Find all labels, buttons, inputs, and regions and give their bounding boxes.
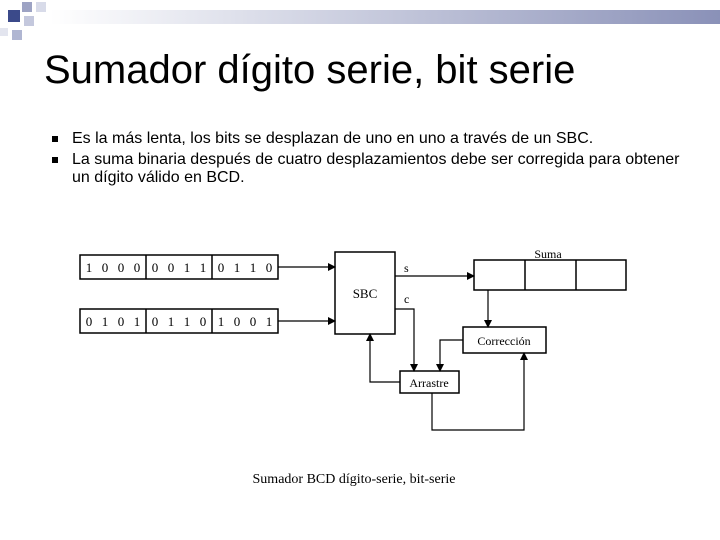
register-bit: 0 [250, 314, 257, 329]
c-label: c [404, 292, 409, 306]
register-bit: 1 [250, 260, 257, 275]
register-bit: 1 [234, 260, 241, 275]
register-bit: 0 [200, 314, 207, 329]
register-bit: 0 [102, 260, 109, 275]
bullet-text: La suma binaria después de cuatro despla… [72, 151, 680, 186]
register-bit: 0 [218, 260, 225, 275]
register-bit: 1 [134, 314, 141, 329]
diagram-caption: Sumador BCD dígito-serie, bit-serie [253, 472, 456, 487]
arrastre-block: Arrastre [399, 370, 460, 394]
bullet-square-icon [52, 157, 58, 163]
correccion-label: Corrección [477, 334, 530, 348]
register-bit: 1 [168, 314, 175, 329]
register-bit: 1 [218, 314, 225, 329]
register-bit: 0 [118, 314, 125, 329]
register-bit: 0 [168, 260, 175, 275]
bullet-text: Es la más lenta, los bits se desplazan d… [72, 130, 594, 147]
register-bit: 0 [152, 314, 159, 329]
corner-decoration [0, 2, 720, 40]
register-bit: 0 [152, 260, 159, 275]
s-label: s [404, 261, 409, 275]
register-bit: 1 [200, 260, 207, 275]
register-bit: 0 [86, 314, 93, 329]
sbc-label: SBC [353, 286, 378, 301]
register-bit: 1 [102, 314, 109, 329]
register-bit: 0 [118, 260, 125, 275]
correccion-block: Corrección [462, 326, 547, 354]
register-bit: 1 [86, 260, 93, 275]
suma-register: Suma [473, 247, 627, 291]
suma-label: Suma [534, 247, 562, 261]
register-bit: 0 [134, 260, 141, 275]
bullet-item: La suma binaria después de cuatro despla… [52, 151, 692, 187]
register-bit: 1 [184, 260, 191, 275]
bullet-item: Es la más lenta, los bits se desplazan d… [52, 130, 692, 148]
register-bit: 1 [266, 314, 273, 329]
slide-title: Sumador dígito serie, bit serie [44, 48, 576, 92]
sbc-block: SBC [334, 251, 396, 335]
bullet-list: Es la más lenta, los bits se desplazan d… [52, 130, 692, 190]
register-bit: 0 [266, 260, 273, 275]
register-bit: 1 [184, 314, 191, 329]
register-bit: 0 [234, 314, 241, 329]
bullet-square-icon [52, 136, 58, 142]
arrastre-label: Arrastre [409, 376, 448, 390]
